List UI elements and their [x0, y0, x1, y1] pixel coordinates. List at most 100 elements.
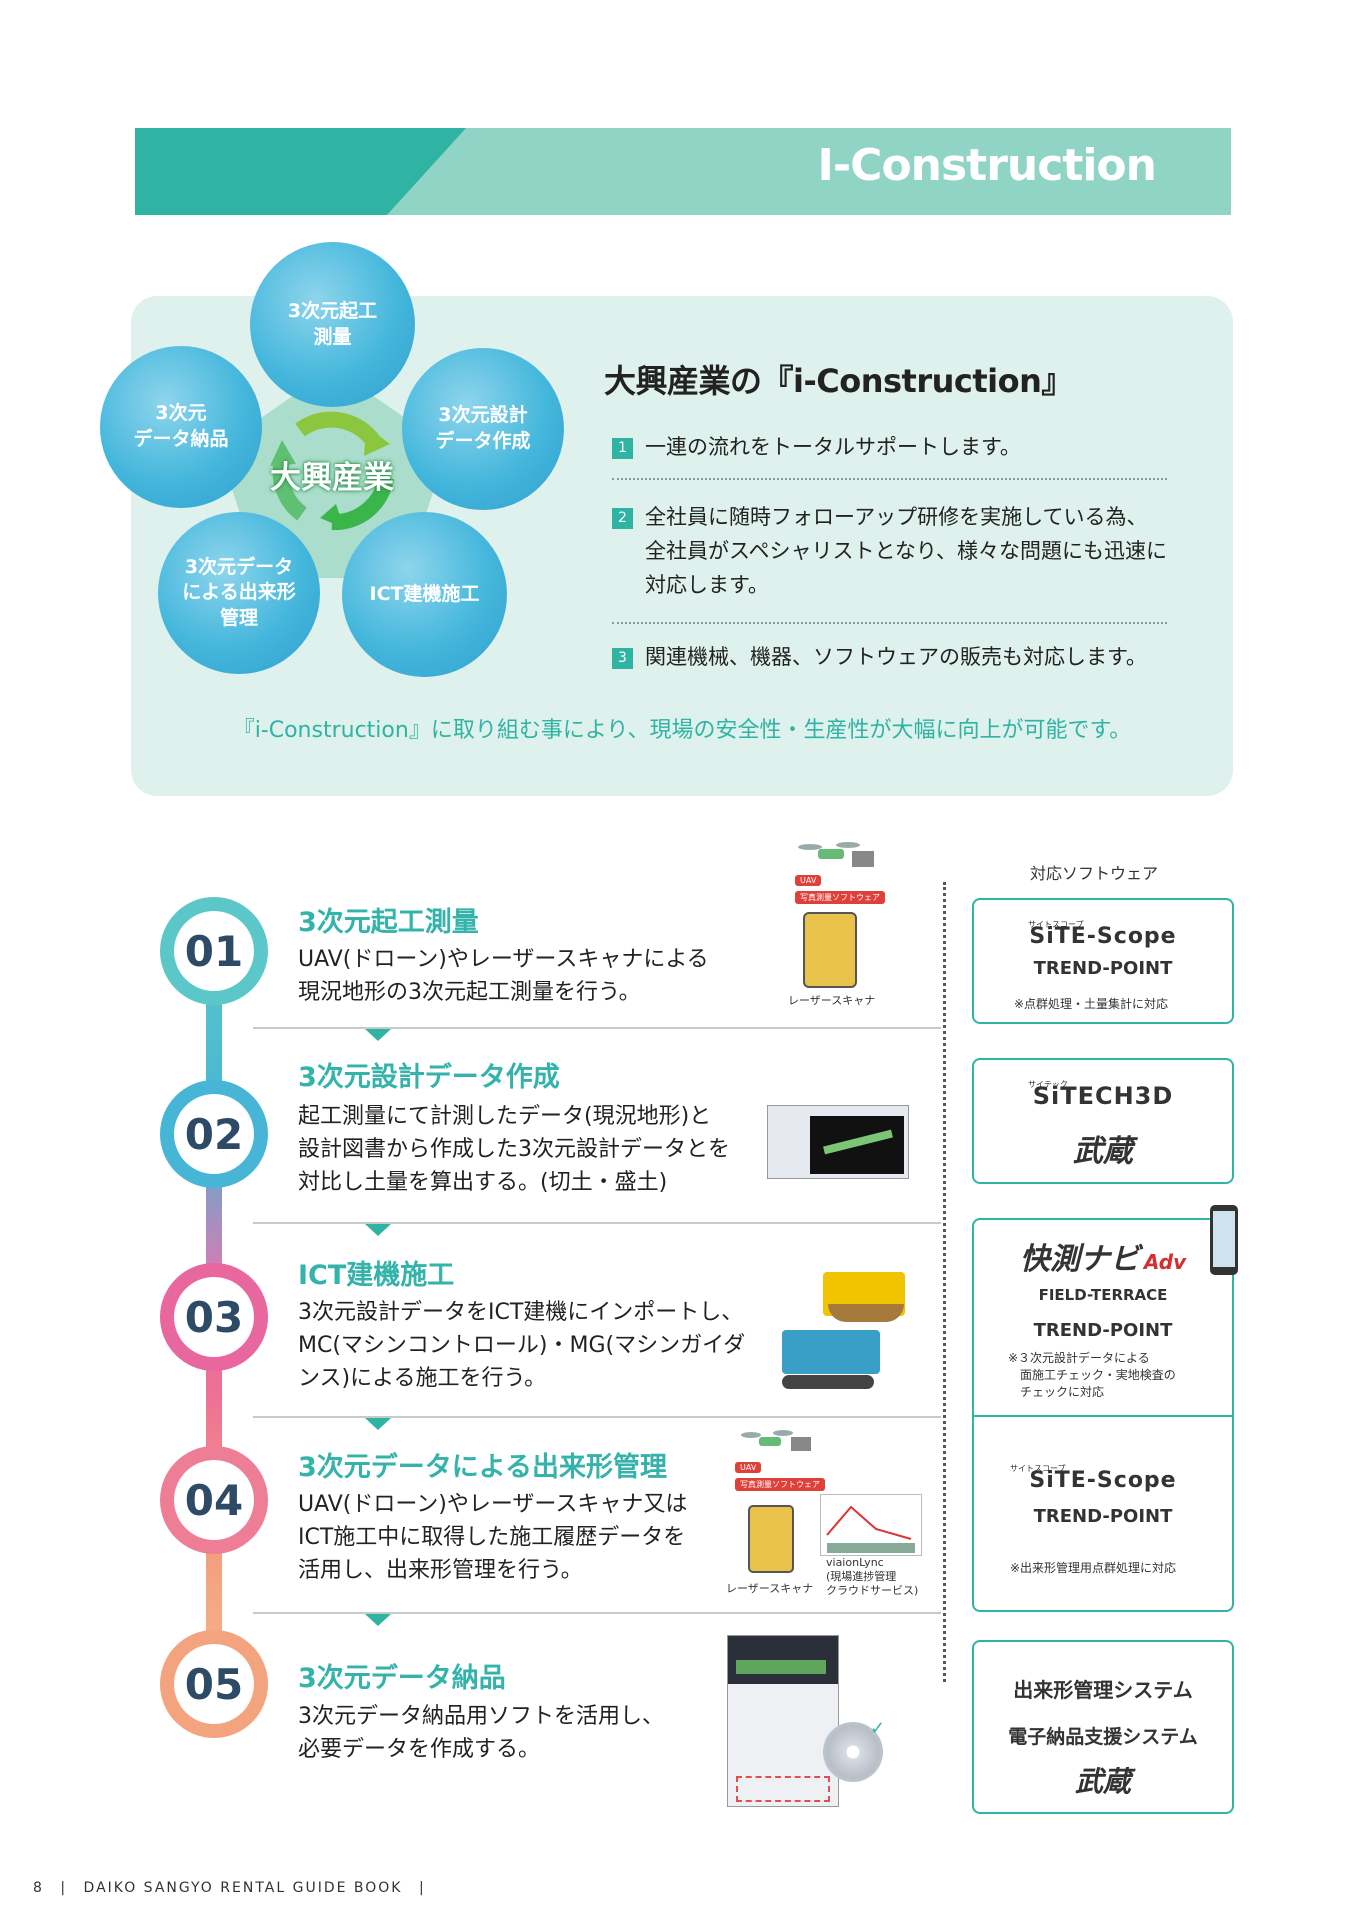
kaisoku-navi-name: 快測ナビ — [1019, 1242, 1140, 1277]
excavator-image — [782, 1330, 880, 1374]
page-number: 8 — [33, 1880, 44, 1896]
cd-disc-icon — [823, 1722, 883, 1782]
step-4-title: 3次元データによる出来形管理 — [298, 1452, 667, 1483]
adv-suffix: Adv — [1143, 1250, 1187, 1274]
dotted-divider — [612, 478, 1167, 480]
cycle-arrows-icon — [270, 411, 394, 531]
step-2-circle: 02 — [160, 1080, 268, 1188]
step-divider — [253, 1612, 941, 1614]
step-1-description: UAV(ドローン)やレーザースキャナによる 現況地形の3次元起工測量を行う。 — [298, 947, 709, 1005]
dekigata-system-logo: 出来形管理システム — [1013, 1678, 1193, 1702]
software-note: ※点群処理・土量集計に対応 — [1014, 997, 1169, 1011]
footer-separator: | — [60, 1880, 68, 1896]
step-number: 02 — [174, 1094, 254, 1174]
point-text: 関連機械、機器、ソフトウェアの販売も対応します。 — [645, 645, 1147, 669]
step-arrow — [365, 1224, 391, 1236]
step-2-description: 起工測量にて計測したデータ(現況地形)と 設計図書から作成した3次元設計データと… — [298, 1104, 730, 1195]
intro-point-1: 1 一連の流れをトータルサポートします。 — [612, 430, 1021, 464]
step-1-circle: 01 — [160, 897, 268, 1005]
software-box-5: 出来形管理システム 電子納品支援システム 武蔵 — [972, 1640, 1234, 1814]
intro-title: 大興産業の『i-Construction』 — [604, 362, 1073, 400]
box-separator — [974, 1415, 1232, 1417]
column-divider — [943, 882, 946, 1682]
step-3-description: 3次元設計データをICT建機にインポートし、 MC(マシンコントロール)・MG(… — [298, 1300, 746, 1391]
petal-data-delivery: 3次元 データ納品 — [100, 346, 262, 508]
soil-mound — [828, 1304, 904, 1322]
step-1-title: 3次元起工測量 — [298, 907, 479, 938]
step-arrow — [365, 1029, 391, 1041]
software-note: ※出来形管理用点群処理に対応 — [1010, 1561, 1177, 1575]
drone-icon — [741, 1430, 811, 1451]
laser-scanner-image — [803, 912, 857, 988]
step-2-title: 3次元設計データ作成 — [298, 1062, 560, 1093]
trend-point-logo: TREND-POINT — [1033, 1320, 1173, 1341]
step-number: 01 — [174, 911, 254, 991]
dotted-divider — [612, 622, 1167, 624]
step-number: 04 — [174, 1460, 254, 1540]
drone-icon — [798, 842, 874, 867]
uav-badge: UAV — [735, 1462, 762, 1473]
step-3-title: ICT建機施工 — [298, 1260, 455, 1291]
point-text: 一連の流れをトータルサポートします。 — [645, 435, 1021, 459]
progress-chart-icon — [826, 1505, 915, 1553]
point-number: 2 — [612, 508, 633, 529]
trend-point-logo: TREND-POINT — [1033, 958, 1173, 979]
step-5-description: 3次元データ納品用ソフトを活用し、 必要データを作成する。 — [298, 1704, 664, 1762]
highlight-box — [736, 1776, 830, 1802]
step-arrow — [365, 1418, 391, 1430]
point-number: 1 — [612, 438, 633, 459]
sitech3d-logo: SiTECH3D — [1032, 1082, 1174, 1110]
check-icon: ✓ — [870, 1718, 886, 1739]
drone-image — [735, 1425, 815, 1457]
intro-point-3: 3 関連機械、機器、ソフトウェアの販売も対応します。 — [612, 640, 1147, 674]
step-5-title: 3次元データ納品 — [298, 1663, 506, 1694]
kana-label: サイトスコープ — [1028, 920, 1084, 929]
laser-scanner-image — [748, 1505, 794, 1573]
excavator-tracks — [782, 1375, 874, 1389]
denshi-nouhin-logo: 電子納品支援システム — [1008, 1726, 1198, 1748]
software-box-1: サイトスコープ SiTE-Scope TREND-POINT ※点群処理・土量集… — [972, 898, 1234, 1024]
intro-tagline: 『i-Construction』に取り組む事により、現場の安全性・生産性が大幅に… — [232, 718, 1132, 743]
site-scope-logo: SiTE-Scope — [1029, 924, 1177, 949]
point-number: 3 — [612, 648, 633, 669]
footer-separator: | — [418, 1880, 426, 1896]
step-4-circle: 04 — [160, 1446, 268, 1554]
field-terrace-logo: FIELD-TERRACE — [1038, 1286, 1168, 1304]
viaionlync-caption: viaionLync (現場進捗管理 クラウドサービス) — [826, 1556, 919, 1597]
step-5-circle: 05 — [160, 1630, 268, 1738]
laser-scanner-caption: レーザースキャナ — [788, 994, 876, 1007]
step-3-circle: 03 — [160, 1263, 268, 1371]
terrain-model — [736, 1660, 826, 1674]
software-note: ※３次元設計データによる 面施工チェック・実地検査の チェックに対応 — [1008, 1351, 1176, 1399]
footer-text: DAIKO SANGYO RENTAL GUIDE BOOK — [83, 1880, 403, 1896]
step-divider — [253, 1027, 941, 1029]
step-divider — [253, 1416, 941, 1418]
banner-title: I-Construction — [817, 140, 1157, 191]
uav-badge: UAV — [795, 875, 822, 886]
step-arrow — [365, 1614, 391, 1626]
viaionlync-screenshot — [820, 1494, 922, 1556]
center-label: 大興産業 — [270, 460, 394, 496]
musashi-logo: 武蔵 — [1073, 1134, 1133, 1169]
step-number: 03 — [174, 1277, 254, 1357]
petal-quality-control: 3次元データ による出来形 管理 — [158, 512, 320, 674]
software-box-2: サイテック SiTECH3D 武蔵 — [972, 1058, 1234, 1184]
musashi-logo: 武蔵 — [1074, 1765, 1131, 1798]
site-scope-logo: SiTE-Scope — [1029, 1468, 1177, 1493]
drone-image — [790, 835, 880, 875]
photo-software-badge: 写真測量ソフトウェア — [795, 891, 885, 904]
software-label: 対応ソフトウェア — [1030, 864, 1159, 883]
tablet-device-icon — [1210, 1205, 1238, 1275]
step-4-description: UAV(ドローン)やレーザースキャナ又は ICT施工中に取得した施工履歴データを… — [298, 1492, 688, 1583]
page-footer: 8 | DAIKO SANGYO RENTAL GUIDE BOOK | — [33, 1880, 426, 1896]
petal-ict-construction: ICT建機施工 — [342, 512, 507, 677]
petal-design-data: 3次元設計 データ作成 — [402, 348, 564, 510]
kana-label: サイトスコープ — [1010, 1464, 1066, 1473]
design-software-screenshot — [767, 1105, 909, 1179]
section-banner: I-Construction — [135, 128, 1231, 215]
step-number: 05 — [174, 1644, 254, 1724]
kana-label: サイテック — [1028, 1080, 1068, 1089]
point-text: 全社員に随時フォローアップ研修を実施している為、 全社員がスペシャリストとなり、… — [645, 505, 1168, 597]
